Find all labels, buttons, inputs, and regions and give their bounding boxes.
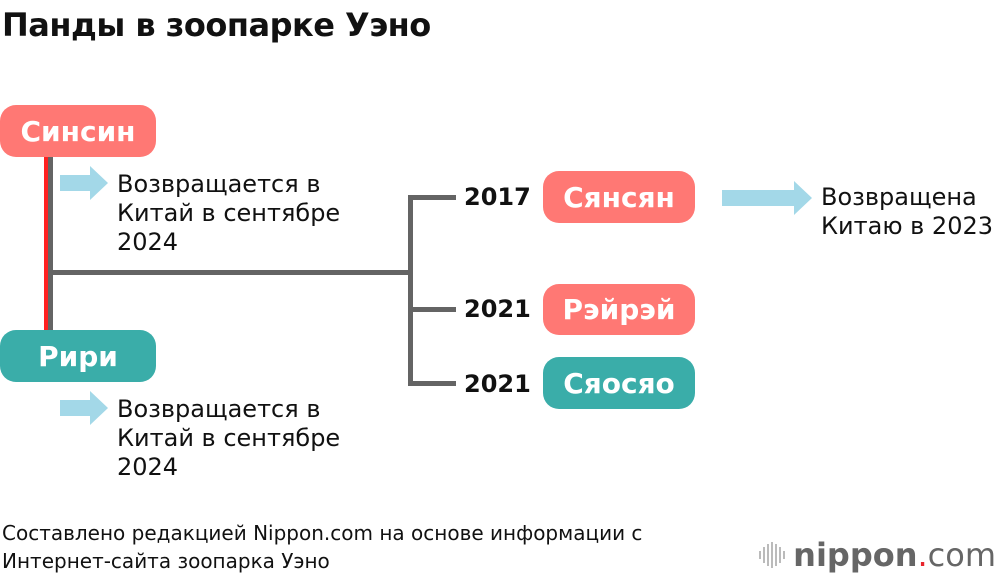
arrow-right-icon: [60, 166, 108, 200]
logo-text: nippon.com: [793, 536, 996, 574]
year-label: 2017: [464, 183, 531, 211]
page-title: Панды в зоопарке Уэно: [2, 6, 431, 44]
nippon-logo: nippon.com: [759, 536, 996, 574]
source-line: Интернет-сайта зоопарка Уэно: [2, 549, 330, 573]
year-label: 2021: [464, 370, 531, 398]
logo-main: nippon: [793, 536, 918, 574]
panda-xiangxiang: Сянсян: [543, 171, 695, 223]
logo-suffix: com: [927, 536, 996, 574]
logo-dot: .: [917, 536, 928, 574]
note-line: Китаю в 2023: [821, 212, 994, 240]
source-line: Составлено редакцией Nippon.com на основ…: [2, 521, 643, 545]
source-note: Составлено редакцией Nippon.com на основ…: [2, 519, 642, 575]
branch-3: [408, 381, 456, 386]
parent-line-red: [44, 157, 48, 330]
note-line: 2024: [117, 453, 179, 481]
year-label: 2021: [464, 295, 531, 323]
branch-1: [408, 195, 456, 200]
sound-wave-icon: [759, 542, 786, 568]
note-line: 2024: [117, 228, 179, 256]
note-line: Китай в сентябре: [117, 199, 341, 227]
note-line: Возвращается в: [117, 395, 321, 423]
riri-note: Возвращается в Китай в сентябре 2024: [117, 395, 340, 482]
panda-riri: Рири: [0, 330, 156, 382]
parent-line: [48, 157, 53, 330]
tree-spine: [408, 195, 413, 386]
note-line: Возвращается в: [117, 170, 321, 198]
xiangxiang-note: Возвращена Китаю в 2023: [821, 183, 993, 241]
panda-leilei: Рэйрэй: [543, 284, 695, 335]
arrow-right-icon: [722, 181, 812, 215]
shinshin-note: Возвращается в Китай в сентябре 2024: [117, 170, 340, 257]
note-line: Китай в сентябре: [117, 424, 341, 452]
tree-trunk: [53, 270, 413, 275]
branch-2: [408, 307, 456, 312]
panda-shinshin: Синсин: [0, 105, 156, 157]
note-line: Возвращена: [821, 183, 977, 211]
arrow-right-icon: [60, 391, 108, 425]
panda-xiaoxiao: Сяосяо: [543, 357, 695, 409]
